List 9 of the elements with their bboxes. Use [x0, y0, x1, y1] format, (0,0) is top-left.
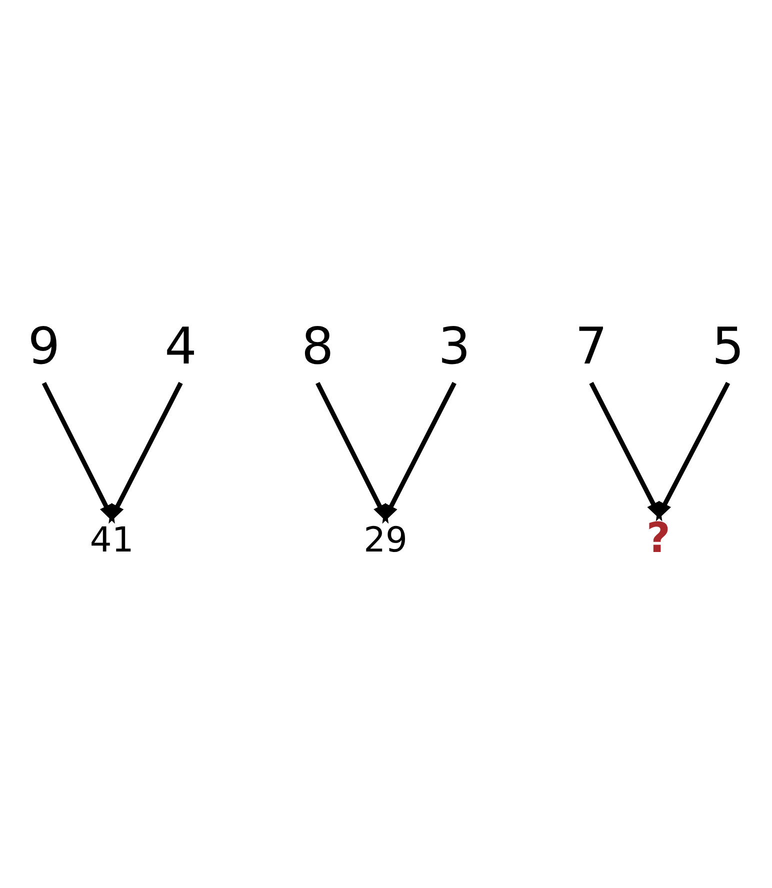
node-text: 9	[28, 316, 60, 376]
node-text: 8	[301, 316, 334, 376]
node-text: 7	[575, 316, 608, 376]
node-text: 4	[164, 316, 197, 376]
node-text: 41	[90, 520, 134, 560]
node-text: 29	[364, 520, 408, 560]
node-text: ?	[646, 513, 670, 562]
node-text: 3	[438, 316, 471, 376]
node-text: 5	[712, 316, 744, 376]
